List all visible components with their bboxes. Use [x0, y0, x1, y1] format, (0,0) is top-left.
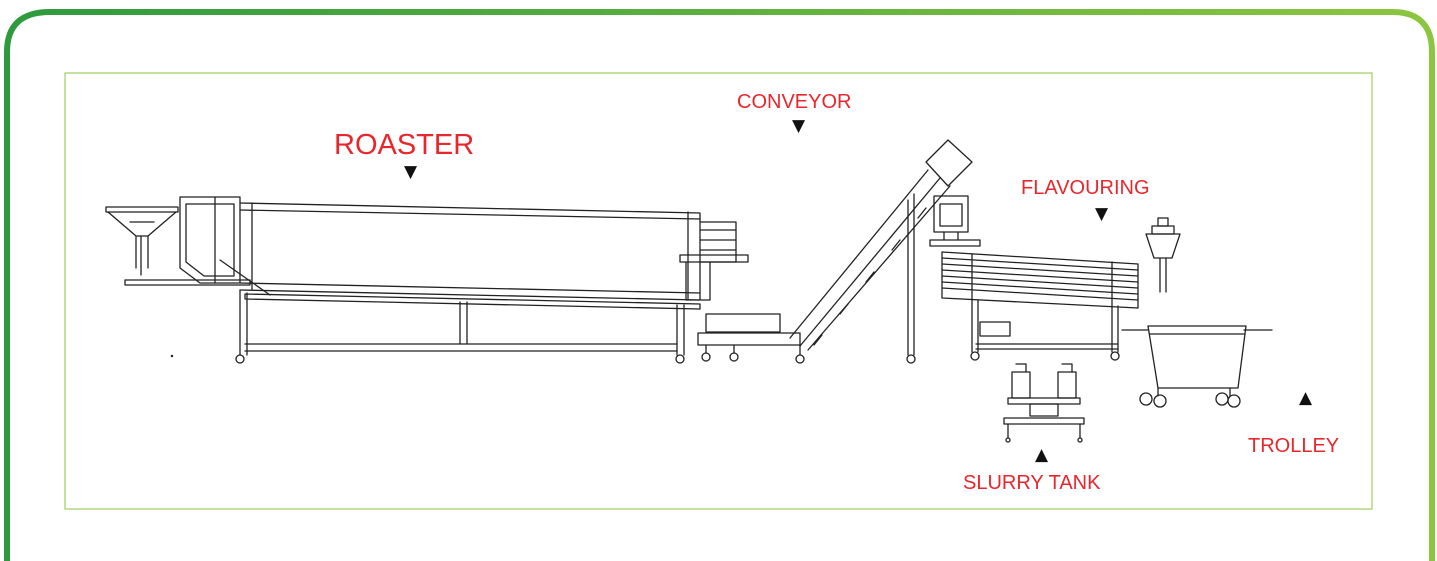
slurry-tank-pointer-icon: ▲ [1035, 445, 1049, 465]
flavouring-machine [929, 195, 1181, 361]
flavouring-label: FLAVOURING [1021, 177, 1150, 199]
trolley-pointer-icon: ▲ [1299, 388, 1313, 408]
roaster-label: ROASTER [334, 129, 475, 161]
trolley-label: TROLLEY [1248, 435, 1340, 457]
flavouring-pointer-icon: ▼ [1095, 204, 1109, 224]
slurry-tank-label: SLURRY TANK [963, 472, 1101, 494]
slurry-tank [1003, 363, 1085, 443]
roaster-pointer-icon: ▼ [404, 162, 418, 182]
outer-frame [4, 9, 1435, 561]
conveyor-machine [697, 139, 973, 364]
trolley [1121, 325, 1273, 408]
inner-border [64, 72, 1373, 510]
conveyor-pointer-icon: ▼ [792, 116, 806, 136]
conveyor-label: CONVEYOR [737, 91, 852, 113]
roaster-machine [105, 196, 749, 364]
